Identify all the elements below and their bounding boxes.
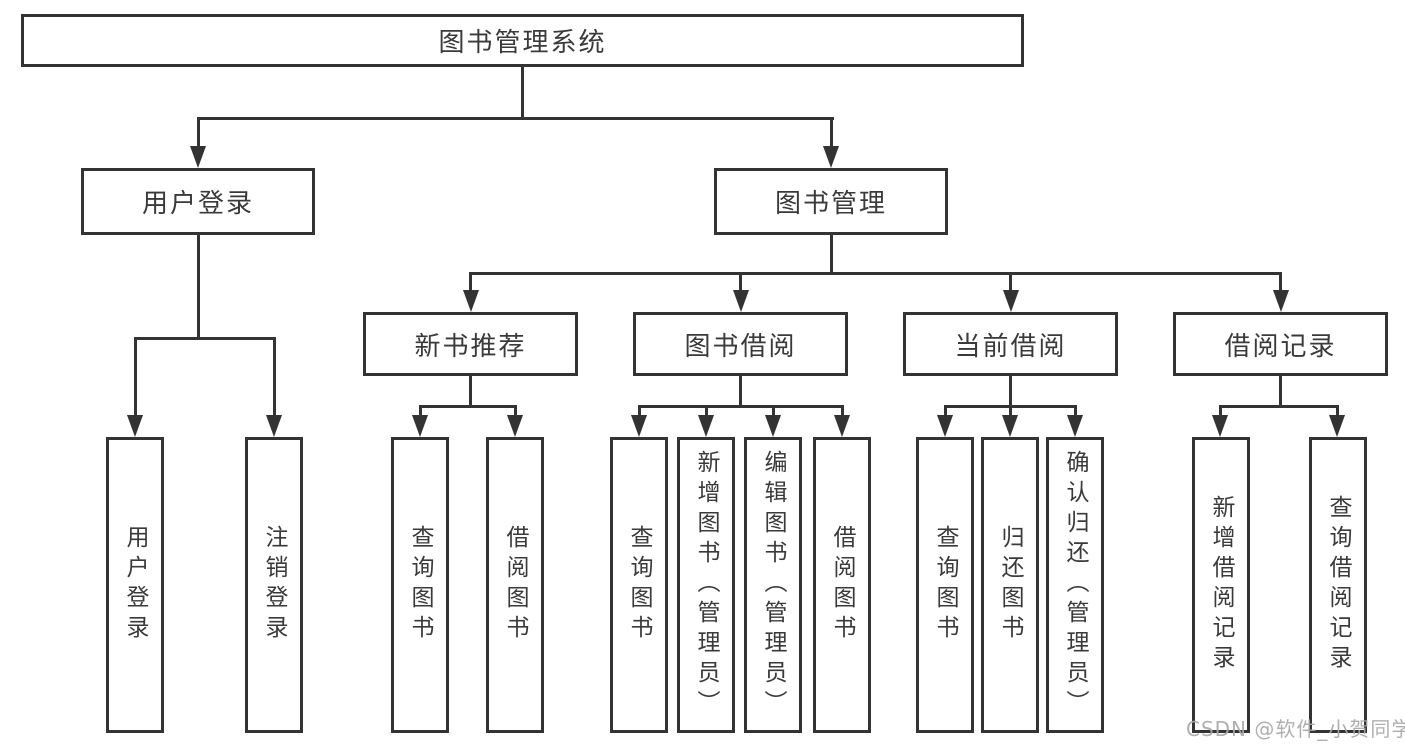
- node-system-root: 图书管理系统: [21, 14, 1024, 67]
- connector-leaf-stem: [841, 405, 844, 415]
- leaf-borrow-query: 查询图书: [610, 437, 668, 733]
- arrow-down-icon: [190, 146, 206, 168]
- arrow-down-icon: [1002, 415, 1018, 437]
- arrow-down-icon: [507, 415, 523, 437]
- connector-book-mgmt-rail: [469, 272, 1282, 275]
- connector-current-borrow-stem: [1009, 376, 1012, 407]
- node-user-login: 用户登录: [81, 168, 315, 235]
- leaf-current-confirm-admin: 确认归还（管理员）: [1046, 437, 1104, 733]
- connector-to-user-login: [197, 117, 200, 146]
- arrow-down-icon: [412, 415, 428, 437]
- connector-leaf-stem: [638, 405, 641, 415]
- connector-to-borrow-record: [1279, 272, 1282, 290]
- arrow-down-icon: [765, 415, 781, 437]
- node-borrow-record: 借阅记录: [1173, 312, 1388, 376]
- arrow-down-icon: [463, 290, 479, 312]
- leaf-current-return: 归还图书: [981, 437, 1039, 733]
- connector-to-new-book-rec: [469, 272, 472, 290]
- connector-new-book-rail: [419, 405, 517, 408]
- leaf-borrow-borrow: 借阅图书: [813, 437, 871, 733]
- node-new-book-rec: 新书推荐: [363, 312, 578, 376]
- node-book-borrow: 图书借阅: [633, 312, 848, 376]
- connector-leaf-stem: [705, 405, 708, 415]
- arrow-down-icon: [1003, 290, 1019, 312]
- arrow-down-icon: [834, 415, 850, 437]
- arrow-down-icon: [1067, 415, 1083, 437]
- connector-borrow-record-stem: [1279, 376, 1282, 407]
- leaf-user-login: 用户登录: [106, 437, 164, 733]
- leaf-borrow-edit-admin: 编辑图书（管理员）: [744, 437, 802, 733]
- leaf-logout: 注销登录: [245, 437, 303, 733]
- csdn-watermark: CSDN @软件_小贺同学: [1186, 717, 1405, 741]
- connector-leaf-stem: [514, 405, 517, 415]
- node-book-mgmt: 图书管理: [714, 168, 948, 235]
- connector-leaf-stem: [1009, 405, 1012, 415]
- connector-leaf-stem: [1074, 405, 1077, 415]
- arrow-down-icon: [1273, 290, 1289, 312]
- arrow-down-icon: [266, 415, 282, 437]
- connector-leaf-stem: [944, 405, 947, 415]
- connector-to-current-borrow: [1009, 272, 1012, 290]
- connector-to-leaf-user-login: [134, 337, 137, 415]
- leaf-borrow-add-admin: 新增图书（管理员）: [677, 437, 735, 733]
- connector-book-mgmt-stem: [830, 235, 833, 275]
- arrow-down-icon: [733, 290, 749, 312]
- leaf-current-query: 查询图书: [916, 437, 974, 733]
- arrow-down-icon: [823, 146, 839, 168]
- connector-to-leaf-logout: [273, 337, 276, 415]
- connector-root-stem: [521, 67, 524, 120]
- connector-user-login-stem: [197, 235, 200, 340]
- arrow-down-icon: [937, 415, 953, 437]
- connector-book-borrow-rail: [638, 405, 844, 408]
- connector-root-rail: [197, 117, 834, 120]
- arrow-down-icon: [698, 415, 714, 437]
- node-current-borrow: 当前借阅: [903, 312, 1118, 376]
- arrow-down-icon: [1329, 415, 1345, 437]
- leaf-record-add: 新增借阅记录: [1192, 437, 1250, 733]
- leaf-newbook-borrow: 借阅图书: [486, 437, 544, 733]
- connector-book-borrow-stem: [739, 376, 742, 407]
- connector-leaf-stem: [1219, 405, 1222, 415]
- connector-borrow-record-rail: [1219, 405, 1339, 408]
- arrow-down-icon: [127, 415, 143, 437]
- connector-to-book-mgmt: [830, 117, 833, 146]
- arrow-down-icon: [631, 415, 647, 437]
- connector-leaf-stem: [772, 405, 775, 415]
- arrow-down-icon: [1212, 415, 1228, 437]
- connector-new-book-stem: [469, 376, 472, 407]
- connector-to-book-borrow: [739, 272, 742, 290]
- connector-leaf-stem: [419, 405, 422, 415]
- leaf-record-query: 查询借阅记录: [1309, 437, 1367, 733]
- leaf-newbook-query: 查询图书: [391, 437, 449, 733]
- connector-leaf-stem: [1336, 405, 1339, 415]
- connector-user-login-rail: [134, 337, 276, 340]
